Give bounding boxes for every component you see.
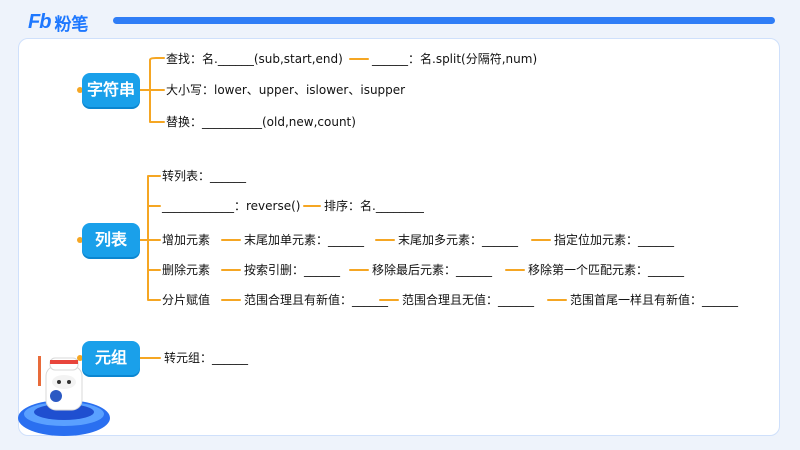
list-del-index: 按索引删：______ [244,263,341,277]
tuple-to-tuple: 转元组：______ [164,351,249,365]
header-bar [113,17,775,24]
string-find: 查找：名.______(sub,start,end) [166,52,343,66]
topic-tuple[interactable]: 元组 [82,341,140,375]
list-slice-new: 范围合理且有新值：______ [244,293,389,307]
topic-list[interactable]: 列表 [82,223,140,257]
brand-logo: Fb 粉笔 [28,10,88,35]
list-del: 删除元素 [162,263,211,277]
list-reverse: ____________：reverse() [162,199,301,213]
mascot-illustration [18,356,110,436]
string-case: 大小写：lower、upper、islower、isupper [166,83,406,97]
string-replace: 替换：__________(old,new,count) [166,115,356,129]
list-to-list: 转列表：______ [162,169,247,183]
list-del-first-match: 移除第一个匹配元素：______ [528,263,685,277]
list-del-last: 移除最后元素：______ [372,263,493,277]
list-add-many: 末尾加多元素：______ [398,233,519,247]
list-slice-same: 范围首尾一样且有新值：______ [570,293,739,307]
brand-name: 粉笔 [54,15,89,35]
topic-string[interactable]: 字符串 [82,73,140,107]
string-split: ______：名.split(分隔符,num) [372,52,538,66]
list-slice-none: 范围合理且无值：______ [402,293,535,307]
list-add: 增加元素 [162,233,211,247]
list-add-one: 末尾加单元素：______ [244,233,365,247]
list-slice: 分片赋值 [162,293,211,307]
list-add-pos: 指定位加元素：______ [554,233,675,247]
list-sort: 排序：名.________ [324,199,424,213]
brand-mark: Fb [28,11,51,33]
